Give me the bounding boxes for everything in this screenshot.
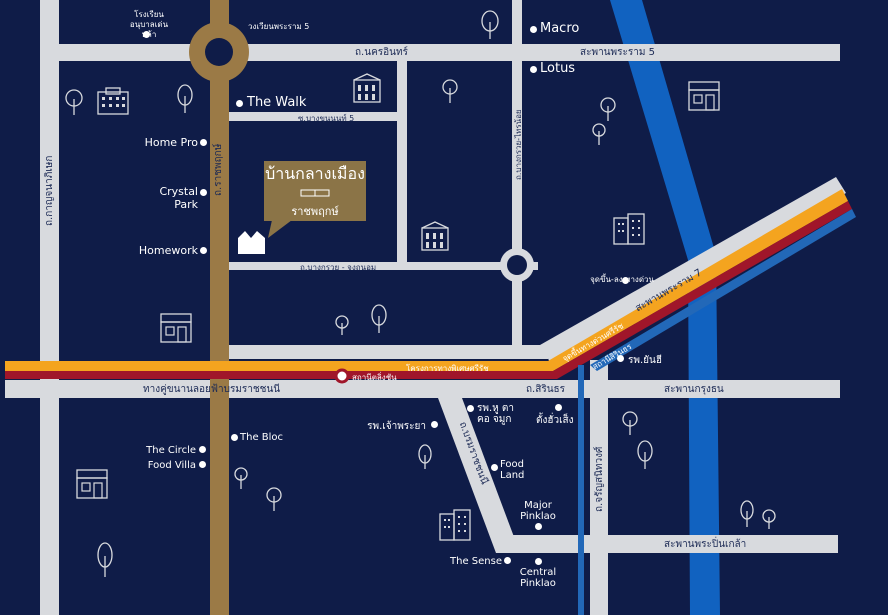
place-lotus[interactable]: Lotus bbox=[540, 61, 576, 76]
ent-dot bbox=[467, 405, 474, 412]
tree-icon bbox=[637, 440, 653, 469]
place-central-pinklao[interactable]: Central Pinklao bbox=[519, 567, 557, 589]
road-bang-kruai-sai-noi bbox=[512, 0, 522, 345]
the-circle-dot bbox=[199, 446, 206, 453]
project-location: ราชพฤกษ์ bbox=[291, 205, 339, 218]
place-the-circle[interactable]: The Circle bbox=[146, 445, 196, 456]
chaophraya-dot bbox=[431, 421, 438, 428]
house-icon[interactable] bbox=[237, 228, 267, 256]
tree-icon bbox=[65, 89, 83, 115]
food-land-dot bbox=[491, 464, 498, 471]
building-icon bbox=[613, 213, 645, 245]
place-macro[interactable]: Macro bbox=[540, 21, 580, 36]
road-bang-kruai-jongthanom bbox=[228, 262, 538, 270]
road-label-borommaratchachonnani-elevated: ทางคู่ขนานลอยฟ้าบรมราชชนนี bbox=[143, 384, 281, 395]
road-label-charan-sanitwong: ถ.จรัญสนิทวงศ์ bbox=[594, 446, 605, 512]
place-homework[interactable]: Homework bbox=[138, 244, 198, 257]
place-the-bloc[interactable]: The Bloc bbox=[240, 432, 284, 443]
place-hospital-ent[interactable]: รพ.หู ตา คอ จมูก bbox=[477, 403, 515, 425]
road-label-soi: ซ.บางขุนนนท์ 5 bbox=[298, 114, 355, 123]
shop-icon bbox=[76, 469, 108, 499]
place-home-pro[interactable]: Home Pro bbox=[144, 136, 198, 149]
road-label-ratchaphruek: ถ.ราชพฤกษ์ bbox=[213, 143, 224, 196]
place-food-villa[interactable]: Food Villa bbox=[147, 460, 196, 471]
tree-icon bbox=[266, 487, 282, 511]
tree-icon bbox=[177, 84, 193, 113]
place-the-sense[interactable]: The Sense bbox=[450, 556, 502, 567]
callout-pointer bbox=[268, 220, 292, 238]
road-label-kanchanaphisek: ถ.กาญจนาภิเษก bbox=[44, 155, 55, 226]
building-icon bbox=[421, 221, 449, 251]
logo-icon bbox=[300, 189, 330, 197]
homework-dot bbox=[200, 247, 207, 254]
home-pro-dot bbox=[200, 139, 207, 146]
tree-icon bbox=[592, 123, 606, 145]
project-name: บ้านกลางเมือง bbox=[265, 164, 365, 183]
tree-icon bbox=[418, 444, 432, 469]
place-food-land[interactable]: Food Land bbox=[500, 459, 525, 481]
place-school-dot bbox=[143, 31, 150, 38]
tree-icon bbox=[622, 411, 638, 435]
central-pinklao-dot bbox=[535, 558, 542, 565]
station-marker-taling-chan bbox=[334, 368, 350, 384]
place-crystal-park[interactable]: Crystal Park bbox=[159, 185, 198, 211]
tree-icon bbox=[740, 500, 754, 527]
crystal-park-dot bbox=[200, 189, 207, 196]
road-phra-ram-7-bridge bbox=[540, 177, 846, 362]
expressway-entry-dot bbox=[622, 277, 629, 284]
label-expressway-entry: จุดขึ้น-ลง ทางด่วน bbox=[590, 275, 654, 284]
road-label-nakhon-in: ถ.นครอินทร์ bbox=[355, 47, 408, 58]
yanhee-dot bbox=[617, 355, 624, 362]
road-label-bang-kruai-jongthanom: ถ.บางกรวย - จงถนอม bbox=[300, 263, 377, 272]
lotus-dot bbox=[530, 66, 537, 73]
the-sense-dot bbox=[504, 557, 511, 564]
building-icon bbox=[439, 509, 471, 541]
road-borommaratchachonnani-diag bbox=[438, 398, 520, 553]
road-kanchanaphisek bbox=[40, 0, 59, 615]
tree-icon bbox=[481, 10, 499, 39]
road-ratchaphruek bbox=[210, 0, 229, 615]
tree-icon bbox=[371, 304, 387, 333]
road-vertical-small bbox=[397, 61, 407, 269]
tree-icon bbox=[97, 542, 113, 577]
shop-icon bbox=[160, 313, 192, 343]
road-nakhon-in bbox=[40, 44, 840, 61]
food-villa-dot bbox=[199, 461, 206, 468]
road-label-sirindhorn: ถ.สิรินธร bbox=[526, 384, 566, 395]
station-label-taling-chan: สถานีตลิ่งชัน bbox=[352, 373, 397, 382]
road-label-bang-kruai-sai-noi: ถ.บางกรวย-ไทรน้อย bbox=[514, 109, 523, 180]
place-tang-hua-seng[interactable]: ตั้งฮั่วเส็ง bbox=[536, 415, 574, 426]
place-phra-ram-5-circle: วงเวียนพระราม 5 bbox=[248, 22, 310, 31]
rail-label-project: โครงการทางพิเศษศรีรัช bbox=[406, 364, 489, 373]
building-icon bbox=[97, 87, 129, 115]
road-label-krung-thon-bridge: สะพานกรุงธน bbox=[664, 384, 724, 395]
road-pin-klao bbox=[500, 535, 838, 553]
road-label-pin-klao-bridge: สะพานพระปิ่นเกล้า bbox=[664, 539, 747, 550]
tang-hua-seng-dot bbox=[555, 404, 562, 411]
place-the-walk[interactable]: The Walk bbox=[247, 95, 307, 110]
tree-icon bbox=[600, 97, 616, 121]
place-hospital-yanhee[interactable]: รพ.ยันฮี bbox=[628, 355, 662, 366]
place-hospital-chaophraya[interactable]: รพ.เจ้าพระยา bbox=[367, 421, 426, 432]
shop-icon bbox=[688, 81, 720, 111]
project-callout[interactable]: บ้านกลางเมือง ราชพฤกษ์ bbox=[264, 161, 366, 221]
road-upper-ramp bbox=[228, 345, 548, 359]
rail-lines bbox=[5, 189, 856, 615]
the-walk-dot bbox=[236, 100, 243, 107]
major-pinklao-dot bbox=[535, 523, 542, 530]
tree-icon bbox=[234, 467, 248, 489]
chao-phraya-river bbox=[610, 0, 720, 615]
tree-icon bbox=[335, 315, 349, 335]
building-icon bbox=[353, 73, 381, 103]
tree-icon bbox=[442, 79, 458, 103]
road-label-phra-ram-5-bridge: สะพานพระราม 5 bbox=[580, 47, 655, 58]
tree-icon bbox=[762, 509, 776, 529]
macro-dot bbox=[530, 26, 537, 33]
the-bloc-dot bbox=[231, 434, 238, 441]
road-soi-bang-khun-non bbox=[228, 112, 407, 121]
place-major-pinklao[interactable]: Major Pinklao bbox=[520, 500, 556, 522]
